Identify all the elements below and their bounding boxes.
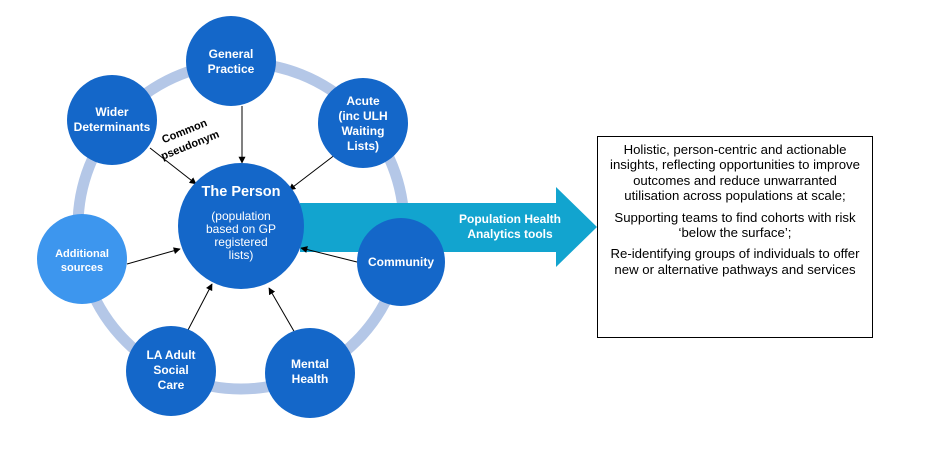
- arrow-social-care-to-person: [187, 283, 213, 331]
- acute-line-2: (inc ULH: [338, 109, 387, 123]
- la-adult-social-care-node: [126, 326, 216, 416]
- additional-sources-line-2: sources: [61, 262, 103, 274]
- la-adult-social-care-line-2: Social: [153, 363, 188, 377]
- la-adult-social-care-line-1: LA Adult: [146, 348, 195, 362]
- arrow-wider-determinants-to-person: [149, 147, 197, 185]
- insight-outcomes: Holistic, person-centric and actionable …: [610, 142, 860, 204]
- insight-pathways: Re-identifying groups of individuals to …: [610, 246, 860, 277]
- mental-health-node: [265, 328, 355, 418]
- person-node: [178, 163, 304, 289]
- acute-line-1: Acute: [346, 94, 380, 108]
- person-node-line-2: based on GP: [206, 222, 276, 236]
- mental-health-line-1: Mental: [291, 357, 329, 371]
- acute-line-4: Lists): [347, 139, 379, 153]
- acute-line-3: Waiting: [342, 124, 385, 138]
- person-node-line-1: (population: [211, 209, 270, 223]
- arrow-additional-sources-to-person: [126, 247, 181, 265]
- general-practice-node: [186, 16, 276, 106]
- person-node-title: The Person: [202, 184, 281, 200]
- additional-sources-line-1: Additional: [55, 248, 109, 260]
- arrow-acute-to-person: [288, 150, 341, 191]
- community-line-1: Community: [368, 255, 434, 269]
- person-node-line-4: lists): [229, 248, 254, 262]
- mental-health-line-2: Health: [292, 372, 329, 386]
- wider-determinants-node: [67, 75, 157, 165]
- arrow-mental-health-to-person: [268, 287, 296, 334]
- analytics-arrow-label-line-1: Population Health: [459, 212, 561, 226]
- analytics-arrow-label-line-2: Analytics tools: [467, 227, 553, 241]
- general-practice-line-1: General: [209, 47, 254, 61]
- community-node: [357, 218, 445, 306]
- wider-determinants-line-2: Determinants: [74, 120, 151, 134]
- arrow-community-to-person: [300, 246, 358, 263]
- acute-node: [318, 78, 408, 168]
- wider-determinants-line-1: Wider: [95, 105, 129, 119]
- insight-cohorts: Supporting teams to find cohorts with ri…: [614, 209, 856, 241]
- general-practice-line-2: Practice: [208, 62, 255, 76]
- insights-box: Holistic, person-centric and actionable …: [597, 136, 873, 338]
- person-node-line-3: registered: [214, 235, 267, 249]
- common-pseudonym-label: Common pseudonym: [159, 117, 221, 163]
- la-adult-social-care-line-3: Care: [158, 378, 185, 392]
- additional-sources-node: [37, 214, 127, 304]
